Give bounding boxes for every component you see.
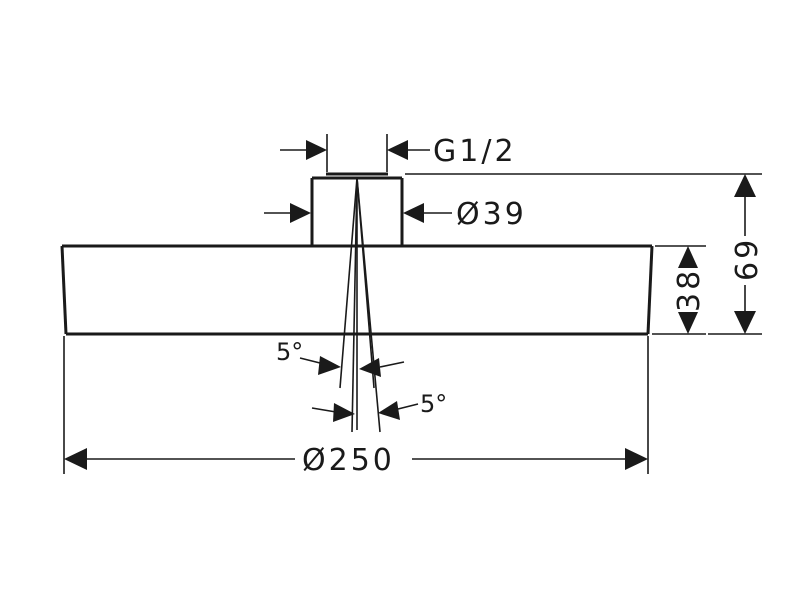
head-diameter-label: Ø250 bbox=[302, 443, 395, 478]
thread-label: G1/2 bbox=[433, 134, 517, 169]
head-height-label: 38 bbox=[672, 268, 707, 312]
spray-angle-lines bbox=[339, 177, 381, 433]
angle-right-label: 5° bbox=[420, 390, 447, 418]
neck-diameter-dimension: Ø39 bbox=[264, 197, 527, 232]
angle-left-label: 5° bbox=[276, 338, 303, 366]
head-diameter-dimension: Ø250 bbox=[63, 336, 649, 478]
angle-left-dimension: 5° bbox=[276, 338, 405, 377]
neck-diameter-label: Ø39 bbox=[456, 197, 527, 232]
thread-dimension: G1/2 bbox=[280, 134, 517, 172]
total-height-label: 69 bbox=[730, 237, 765, 281]
angle-right-dimension: 5° bbox=[311, 390, 447, 422]
head-height-dimension: 38 bbox=[652, 245, 707, 335]
total-height-dimension: 69 bbox=[405, 173, 765, 335]
